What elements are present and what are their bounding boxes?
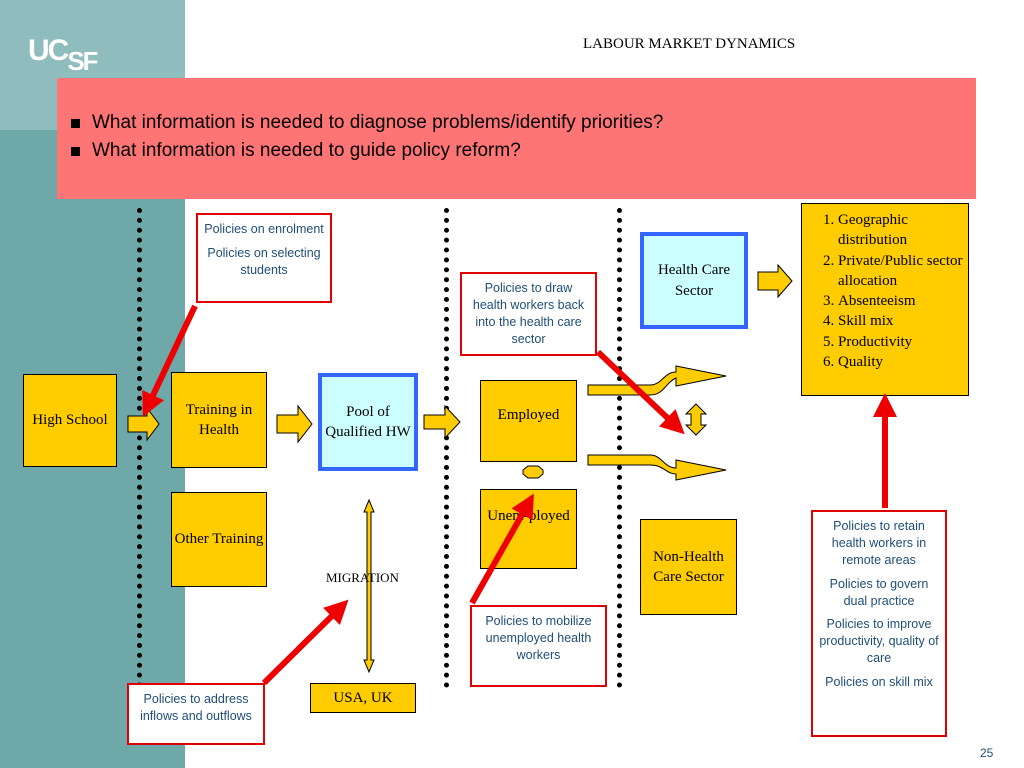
question-banner: What information is needed to diagnose p… [57, 78, 976, 199]
double-arrow-sectors [684, 403, 708, 436]
arrow-training-pool [276, 404, 313, 444]
dotted-divider [137, 208, 142, 688]
indicator-item: Absenteeism [838, 291, 968, 311]
question-item: What information is needed to guide poli… [71, 140, 663, 162]
arrow-employed-to-nonhealth [587, 454, 727, 481]
slide-title: LABOUR MARKET DYNAMICS [583, 36, 796, 52]
indicator-item: Geographic distribution [838, 210, 968, 251]
other-training-box: Other Training [171, 492, 267, 587]
indicator-item: Quality [838, 352, 968, 372]
dotted-divider [444, 208, 449, 688]
migration-label: MIGRATION [326, 570, 399, 585]
pool-of-qualified-hw-box: Pool of Qualified HW [318, 373, 418, 471]
double-arrow-migration [363, 498, 375, 674]
red-arrow-inflows [261, 599, 349, 686]
arrow-employed-to-health [587, 365, 727, 396]
red-arrow-draw-back [595, 349, 685, 435]
question-item: What information is needed to diagnose p… [71, 112, 663, 134]
policy-box-draw-back: Policies to draw health workers back int… [460, 272, 597, 356]
usa-uk-box: USA, UK [310, 683, 416, 713]
health-care-sector-box: Health Care Sector [640, 232, 748, 329]
square-bullet-icon [71, 118, 80, 128]
indicator-item: Private/Public sector allocation [838, 251, 968, 292]
policy-box-enrolment: Policies on enrolment Policies on select… [196, 213, 332, 303]
indicator-item: Productivity [838, 332, 968, 352]
employed-box: Employed [480, 380, 577, 462]
red-arrow-mobilize [469, 493, 534, 605]
arrow-pool-employed [423, 404, 461, 440]
dotted-divider [617, 208, 622, 688]
policy-box-retain: Policies to retain health workers in rem… [811, 510, 947, 737]
high-school-box: High School [23, 374, 117, 467]
training-in-health-box: Training in Health [171, 372, 267, 468]
double-arrow-employed-unemployed [522, 465, 544, 479]
arrow-to-indicators [757, 263, 793, 299]
policy-box-mobilize: Policies to mobilize unemployed health w… [470, 605, 607, 687]
page-number: 25 [980, 746, 994, 760]
ucsf-logo: UCSF [28, 34, 99, 76]
indicator-item: Skill mix [838, 311, 968, 331]
indicator-list-box: Geographic distribution Private/Public s… [801, 203, 969, 396]
red-arrow-enrolment [142, 304, 198, 417]
square-bullet-icon [71, 146, 80, 156]
non-health-care-sector-box: Non-Health Care Sector [640, 519, 737, 615]
policy-box-inflows: Policies to address inflows and outflows [127, 683, 265, 745]
